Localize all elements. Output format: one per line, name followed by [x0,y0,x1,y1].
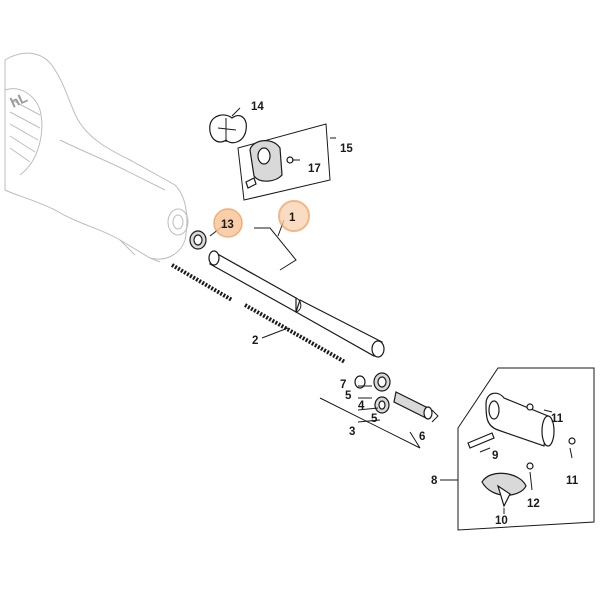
part-number-8: 8 [431,475,438,487]
part-number-17: 17 [308,163,321,175]
part-number-7: 7 [340,379,346,391]
motor-housing: hL [4,52,189,263]
part-number-11b: 11 [566,475,579,487]
part-number-10: 10 [495,515,508,527]
part-number-4: 4 [358,400,365,412]
part-number-1: 1 [289,212,296,224]
part-number-12: 12 [527,498,540,510]
highlight-circle-13 [213,208,243,238]
part-number-6: 6 [419,431,425,443]
part-number-2: 2 [252,335,258,347]
part-number-14: 14 [251,101,264,113]
clamp-assembly-group [457,367,595,531]
part-number-13: 13 [221,219,234,231]
part-number-5a: 5 [345,390,352,402]
tube [208,250,385,358]
part-number-11a: 11 [551,413,564,425]
brand-fragment-text: hL [8,89,31,111]
part-number-15: 15 [340,143,353,155]
sleeve [189,230,207,250]
clamp [209,114,247,144]
handle-bracket-group [237,123,331,201]
part-number-5b: 5 [371,413,378,425]
gear-head-fittings [354,372,439,423]
part-number-9: 9 [492,450,498,462]
drive-shaft [170,263,346,364]
highlight-circle-1 [278,200,310,232]
part-number-3: 3 [349,426,355,438]
